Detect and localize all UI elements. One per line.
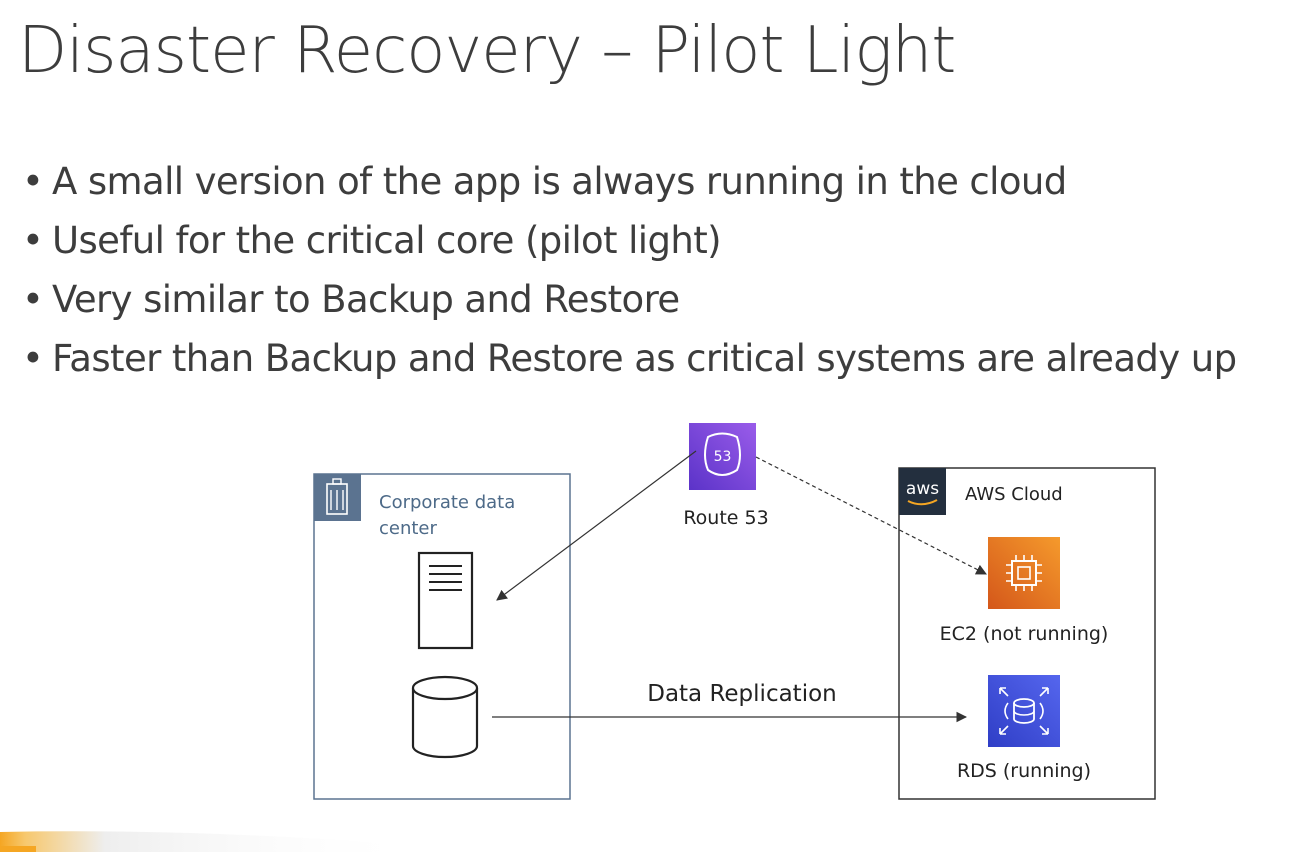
building-icon — [314, 474, 361, 521]
bullet-text: Very similar to Backup and Restore — [52, 278, 680, 321]
bullet-item: •Very similar to Backup and Restore — [22, 270, 1237, 329]
bullet-list: •A small version of the app is always ru… — [22, 152, 1237, 388]
bullet-item: •Faster than Backup and Restore as criti… — [22, 329, 1237, 388]
route53-badge: 53 — [714, 449, 732, 465]
corporate-label-line2: center — [379, 518, 438, 539]
aws-group-border — [898, 467, 1156, 800]
corporate-group-border — [313, 473, 571, 800]
bullet-dot: • — [22, 160, 44, 203]
route53-to-ec2-dashed-arrow — [755, 456, 987, 575]
route53-service: 53 Route 53 — [683, 423, 769, 529]
ec2-service: EC2 (not running) — [940, 537, 1109, 645]
corporate-data-center-group: Corporate data center — [313, 473, 571, 800]
slide-title: Disaster Recovery – Pilot Light — [18, 14, 956, 88]
bullet-item: •Useful for the critical core (pilot lig… — [22, 211, 1237, 270]
aws-logo-text: aws — [906, 479, 939, 499]
footer-orange-strip — [0, 846, 36, 852]
aws-logo-icon: aws — [899, 468, 946, 515]
ec2-icon — [988, 537, 1060, 609]
bullet-text: Useful for the critical core (pilot ligh… — [52, 219, 722, 262]
rds-label: RDS (running) — [957, 760, 1091, 782]
server-icon — [417, 551, 474, 650]
rds-icon — [988, 675, 1060, 747]
bullet-dot: • — [22, 278, 44, 321]
aws-cloud-group: aws AWS Cloud EC2 (not running) RDS (run… — [898, 467, 1156, 800]
bullet-dot: • — [22, 337, 44, 380]
bullet-item: •A small version of the app is always ru… — [22, 152, 1237, 211]
route53-label: Route 53 — [683, 507, 768, 529]
rds-service: RDS (running) — [957, 675, 1091, 782]
bullet-text: Faster than Backup and Restore as critic… — [52, 337, 1237, 380]
replication-label: Data Replication — [647, 681, 837, 707]
database-icon — [411, 675, 479, 759]
bullet-text: A small version of the app is always run… — [52, 160, 1067, 203]
corporate-label-line1: Corporate data — [379, 492, 515, 513]
route53-to-server-arrow — [496, 450, 697, 601]
aws-cloud-label: AWS Cloud — [965, 484, 1063, 505]
ec2-label: EC2 (not running) — [940, 623, 1109, 645]
footer-accent-bar — [0, 831, 420, 852]
bullet-dot: • — [22, 219, 44, 262]
